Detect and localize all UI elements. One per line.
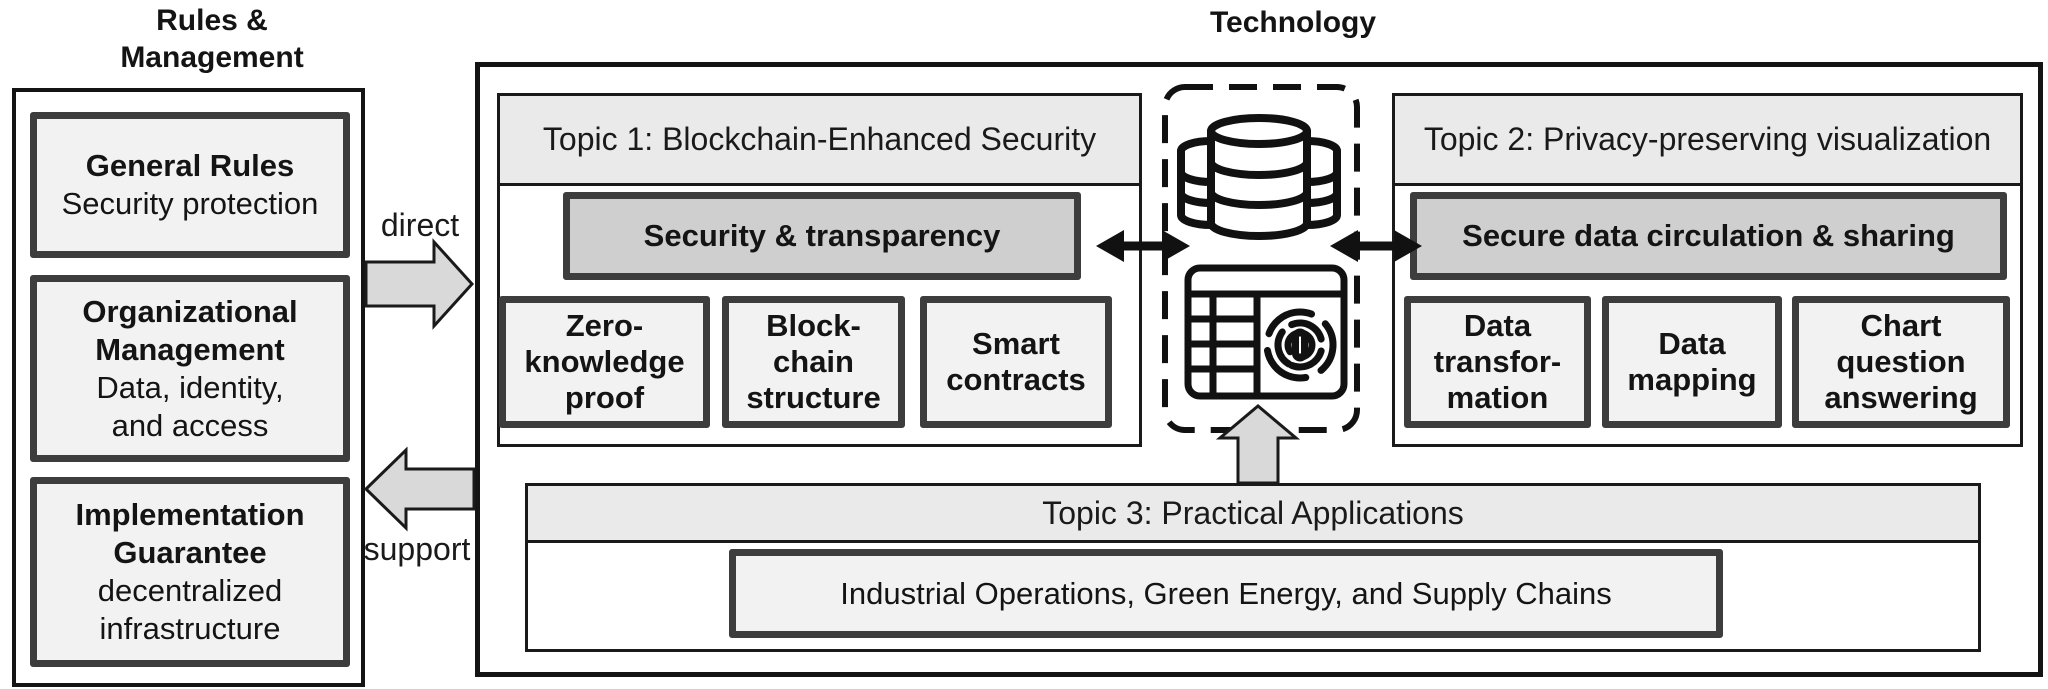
support-label: support [363,531,471,567]
direct-arrow [364,238,475,330]
implementation-guarantee-body: decentralized infrastructure [97,573,283,646]
topic1-highlight-box: Security & transparency [563,192,1081,280]
topic1-header: Topic 1: Blockchain-Enhanced Security [500,96,1139,186]
general-rules-box: General Rules Security protection [30,112,350,258]
database-icon [1177,114,1341,240]
data-transformation-box: Data transfor- mation [1404,296,1591,428]
topic3-header: Topic 3: Practical Applications [528,486,1978,543]
implementation-guarantee-heading: Implementation Guarantee [75,497,305,570]
organizational-management-body: Data, identity, and access [96,369,284,443]
direct-label: direct [380,207,460,243]
table-fingerprint-icon [1184,264,1348,400]
technology-title: Technology [1209,6,1377,39]
general-rules-heading: General Rules [85,148,295,183]
topic2-highlight-box: Secure data circulation & sharing [1410,192,2007,280]
organizational-management-box: Organizational Management Data, identity… [30,275,350,462]
rules-management-title: Rules & Management [120,4,304,74]
blockchain-structure-box: Block- chain structure [722,296,905,428]
chart-question-answering-box: Chart question answering [1792,296,2010,428]
implementation-guarantee-box: Implementation Guarantee decentralized i… [30,477,350,667]
organizational-management-heading: Organizational Management [82,293,298,367]
data-mapping-box: Data mapping [1602,296,1782,428]
zero-knowledge-proof-box: Zero- knowledge proof [499,296,710,428]
applications-box: Industrial Operations, Green Energy, and… [729,549,1723,638]
support-arrow [363,446,476,532]
general-rules-body: Security protection [61,186,319,221]
smart-contracts-box: Smart contracts [920,296,1112,428]
topic2-header: Topic 2: Privacy-preserving visualizatio… [1395,96,2020,186]
